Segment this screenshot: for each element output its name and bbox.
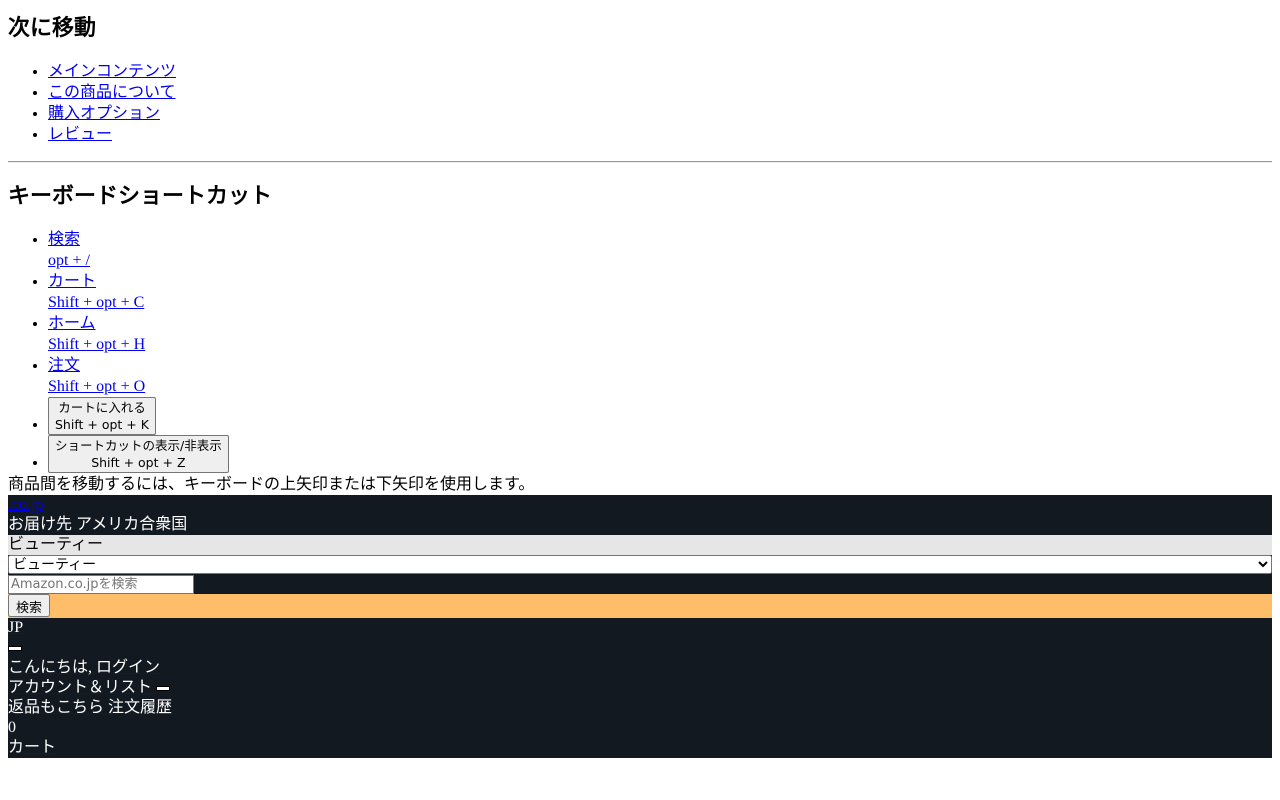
- shortcut-keys: Shift + opt + O: [48, 378, 146, 395]
- cart-link[interactable]: カート: [8, 739, 57, 756]
- button-label: カートに入れる: [58, 400, 146, 415]
- account-label: アカウント＆リスト: [8, 679, 153, 696]
- dropdown-icon: [156, 685, 171, 691]
- search-button[interactable]: 検索: [8, 594, 51, 617]
- search-input[interactable]: [8, 575, 194, 594]
- shortcut-keys: Shift + opt + H: [48, 336, 146, 353]
- category-select[interactable]: ビューティー: [8, 555, 1272, 574]
- nav-header: .co.jp お届け先 アメリカ合衆国 ビューティー ビューティー 検索 JP …: [8, 495, 1272, 758]
- skip-about-item-link[interactable]: この商品について: [48, 84, 176, 101]
- shortcut-label: カート: [48, 273, 97, 290]
- logo-link[interactable]: .co.jp: [8, 496, 44, 513]
- divider: [8, 161, 1272, 163]
- add-to-cart-shortcut-button[interactable]: カートに入れる Shift + opt + K: [48, 397, 156, 435]
- shortcut-orders-link[interactable]: 注文 Shift + opt + O: [48, 355, 1272, 397]
- shortcut-home-link[interactable]: ホーム Shift + opt + H: [48, 313, 1272, 355]
- flag-icon: [8, 645, 22, 651]
- category-label: ビューティー: [8, 535, 1272, 555]
- shortcut-keys: Shift + opt + C: [48, 294, 145, 311]
- cart-count[interactable]: 0: [8, 719, 16, 736]
- shortcut-label: 注文: [48, 357, 81, 374]
- toggle-shortcuts-button[interactable]: ショートカットの表示/非表示 Shift + opt + Z: [48, 435, 229, 473]
- shortcuts-title: キーボードショートカット: [8, 184, 273, 209]
- skip-reviews-link[interactable]: レビュー: [48, 126, 113, 143]
- language-link[interactable]: JP: [8, 619, 24, 636]
- shortcut-cart-link[interactable]: カート Shift + opt + C: [48, 271, 1272, 313]
- navigation-hint: 商品間を移動するには、キーボードの上矢印または下矢印を使用します。: [8, 476, 535, 493]
- skip-nav-list: メインコンテンツ この商品について 購入オプション レビュー: [8, 61, 1272, 145]
- button-keys: Shift + opt + K: [55, 417, 149, 432]
- flag-link[interactable]: [8, 639, 22, 656]
- shortcuts-list: 検索 opt + / カート Shift + opt + C ホーム Shift + …: [8, 229, 1272, 473]
- button-label: ショートカットの表示/非表示: [55, 438, 222, 453]
- skip-nav-title: 次に移動: [8, 16, 97, 41]
- shortcut-label: 検索: [48, 231, 81, 248]
- deliver-to[interactable]: お届け先 アメリカ合衆国: [8, 516, 188, 533]
- sign-in-link[interactable]: こんにちは, ログイン: [8, 659, 161, 676]
- account-lists-link[interactable]: アカウント＆リスト: [8, 679, 171, 696]
- skip-buy-options-link[interactable]: 購入オプション: [48, 105, 161, 122]
- shortcut-label: ホーム: [48, 315, 96, 332]
- shortcut-keys: opt + /: [48, 252, 90, 269]
- skip-main-content-link[interactable]: メインコンテンツ: [48, 63, 177, 80]
- shortcut-search-link[interactable]: 検索 opt + /: [48, 229, 1272, 271]
- orders-link[interactable]: 返品もこちら 注文履歴: [8, 699, 173, 716]
- button-keys: Shift + opt + Z: [91, 455, 186, 470]
